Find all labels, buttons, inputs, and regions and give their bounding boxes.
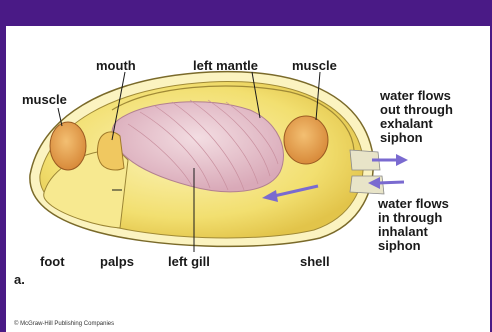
label-inhalant-3: inhalant [378, 224, 429, 239]
label-muscle-top: muscle [292, 58, 337, 73]
label-palps: palps [100, 254, 134, 269]
label-exhalant-1: water flows [379, 88, 451, 103]
label-left-gill: left gill [168, 254, 210, 269]
label-exhalant-2: out through [380, 102, 453, 117]
muscle-left [50, 122, 86, 170]
label-left-mantle: left mantle [193, 58, 258, 73]
label-muscle-left: muscle [22, 92, 67, 107]
label-inhalant-4: siphon [378, 238, 421, 253]
label-mouth: mouth [96, 58, 136, 73]
label-exhalant-4: siphon [380, 130, 423, 145]
inhalant-arrow [378, 182, 404, 183]
label-inhalant-2: in through [378, 210, 442, 225]
exhalant-arrowhead [396, 154, 408, 166]
palps [97, 132, 124, 170]
label-shell: shell [300, 254, 330, 269]
muscle-right [284, 116, 328, 164]
copyright-credit: © McGraw-Hill Publishing Companies [14, 320, 114, 327]
label-inhalant-1: water flows [377, 196, 449, 211]
label-exhalant-3: exhalant [380, 116, 433, 131]
panel-letter: a. [14, 272, 25, 287]
label-foot: foot [40, 254, 65, 269]
